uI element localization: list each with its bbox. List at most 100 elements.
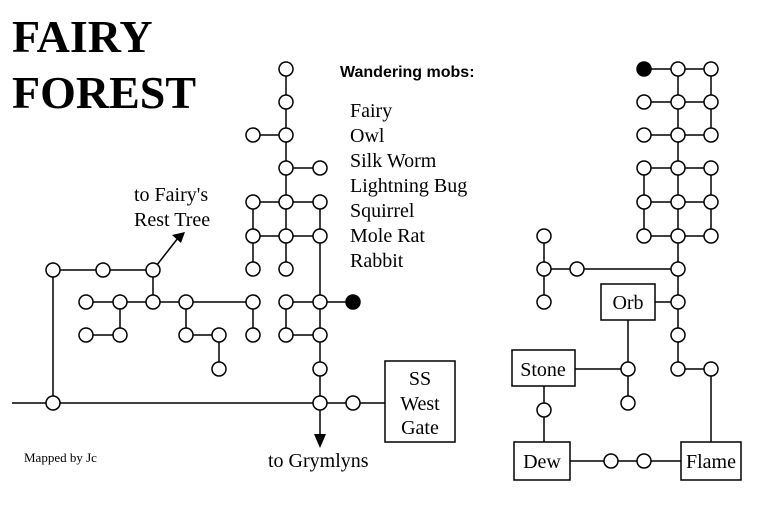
room-node xyxy=(703,228,719,244)
room-node xyxy=(145,262,161,278)
room-node xyxy=(112,327,128,343)
room-ss-west-gate-line1: SS xyxy=(409,368,431,390)
mob-squirrel: Squirrel xyxy=(350,200,415,222)
room-node xyxy=(245,228,261,244)
room-node xyxy=(670,194,686,210)
room-node xyxy=(703,194,719,210)
room-node xyxy=(703,361,719,377)
room-node xyxy=(636,228,652,244)
room-node xyxy=(670,127,686,143)
room-node xyxy=(278,327,294,343)
room-node xyxy=(245,327,261,343)
room-stone: Stone xyxy=(511,349,576,387)
room-node xyxy=(569,261,585,277)
room-node xyxy=(78,294,94,310)
room-nodes xyxy=(45,61,719,469)
room-node xyxy=(636,94,652,110)
room-node xyxy=(312,361,328,377)
room-node xyxy=(245,294,261,310)
wandering-mobs-heading: Wandering mobs: xyxy=(340,64,475,81)
room-ss-west-gate: SS West Gate xyxy=(384,360,456,443)
room-node xyxy=(312,327,328,343)
room-node xyxy=(145,294,161,310)
map-title-line1: FAIRY xyxy=(12,11,153,62)
room-node xyxy=(636,194,652,210)
room-node xyxy=(620,395,636,411)
room-node xyxy=(603,453,619,469)
room-node xyxy=(670,361,686,377)
room-node xyxy=(245,127,261,143)
room-node xyxy=(312,194,328,210)
room-node xyxy=(45,262,61,278)
room-node xyxy=(245,194,261,210)
arrow-to-grymlyns-icon xyxy=(314,434,326,448)
room-node xyxy=(670,261,686,277)
room-node xyxy=(211,327,227,343)
room-dew-label: Dew xyxy=(523,451,561,473)
room-node xyxy=(211,361,227,377)
room-dew: Dew xyxy=(513,441,571,481)
exit-label-grymlyns: to Grymlyns xyxy=(268,450,369,472)
room-orb: Orb xyxy=(600,283,656,321)
room-flame-label: Flame xyxy=(686,451,736,473)
room-flame: Flame xyxy=(680,441,742,481)
room-node xyxy=(536,228,552,244)
room-node xyxy=(670,228,686,244)
map-credit: Mapped by Jc xyxy=(24,450,97,465)
room-node xyxy=(278,127,294,143)
special-room-node xyxy=(636,61,652,77)
room-node xyxy=(312,395,328,411)
room-node xyxy=(620,361,636,377)
exit-label-fairys-rest-2: Rest Tree xyxy=(134,209,210,231)
room-node xyxy=(112,294,128,310)
mob-mole-rat: Mole Rat xyxy=(350,225,425,247)
room-node xyxy=(95,262,111,278)
mob-fairy: Fairy xyxy=(350,100,392,122)
mob-silk-worm: Silk Worm xyxy=(350,150,437,172)
room-node xyxy=(312,160,328,176)
room-stone-label: Stone xyxy=(520,359,566,381)
room-node xyxy=(670,294,686,310)
room-ss-west-gate-line3: Gate xyxy=(401,417,439,439)
room-node xyxy=(78,327,94,343)
room-node xyxy=(245,261,261,277)
left-section-edges xyxy=(12,69,385,437)
room-node xyxy=(536,261,552,277)
mob-lightning-bug: Lightning Bug xyxy=(350,175,467,197)
mob-rabbit: Rabbit xyxy=(350,250,404,272)
room-node xyxy=(636,160,652,176)
room-node xyxy=(345,395,361,411)
room-node xyxy=(278,61,294,77)
room-node xyxy=(536,294,552,310)
room-node xyxy=(178,327,194,343)
room-node xyxy=(703,61,719,77)
room-orb-label: Orb xyxy=(612,292,643,314)
exit-label-fairys-rest-1: to Fairy's xyxy=(134,184,208,206)
room-node xyxy=(312,228,328,244)
room-node xyxy=(278,294,294,310)
map-title-line2: FOREST xyxy=(12,67,196,118)
room-node xyxy=(670,160,686,176)
room-node xyxy=(536,402,552,418)
room-node xyxy=(636,453,652,469)
room-ss-west-gate-line2: West xyxy=(400,393,440,415)
room-node xyxy=(278,261,294,277)
room-node xyxy=(703,160,719,176)
room-node xyxy=(670,94,686,110)
room-node xyxy=(703,94,719,110)
room-node xyxy=(703,127,719,143)
room-node xyxy=(278,228,294,244)
mob-owl: Owl xyxy=(350,125,385,147)
arrow-to-fairys-rest-icon xyxy=(172,232,185,243)
room-node xyxy=(278,94,294,110)
room-node xyxy=(312,294,328,310)
room-node xyxy=(670,61,686,77)
room-node xyxy=(636,127,652,143)
room-node xyxy=(278,160,294,176)
room-node xyxy=(670,327,686,343)
room-node xyxy=(278,194,294,210)
room-node xyxy=(45,395,61,411)
special-room-node xyxy=(345,294,361,310)
room-node xyxy=(178,294,194,310)
